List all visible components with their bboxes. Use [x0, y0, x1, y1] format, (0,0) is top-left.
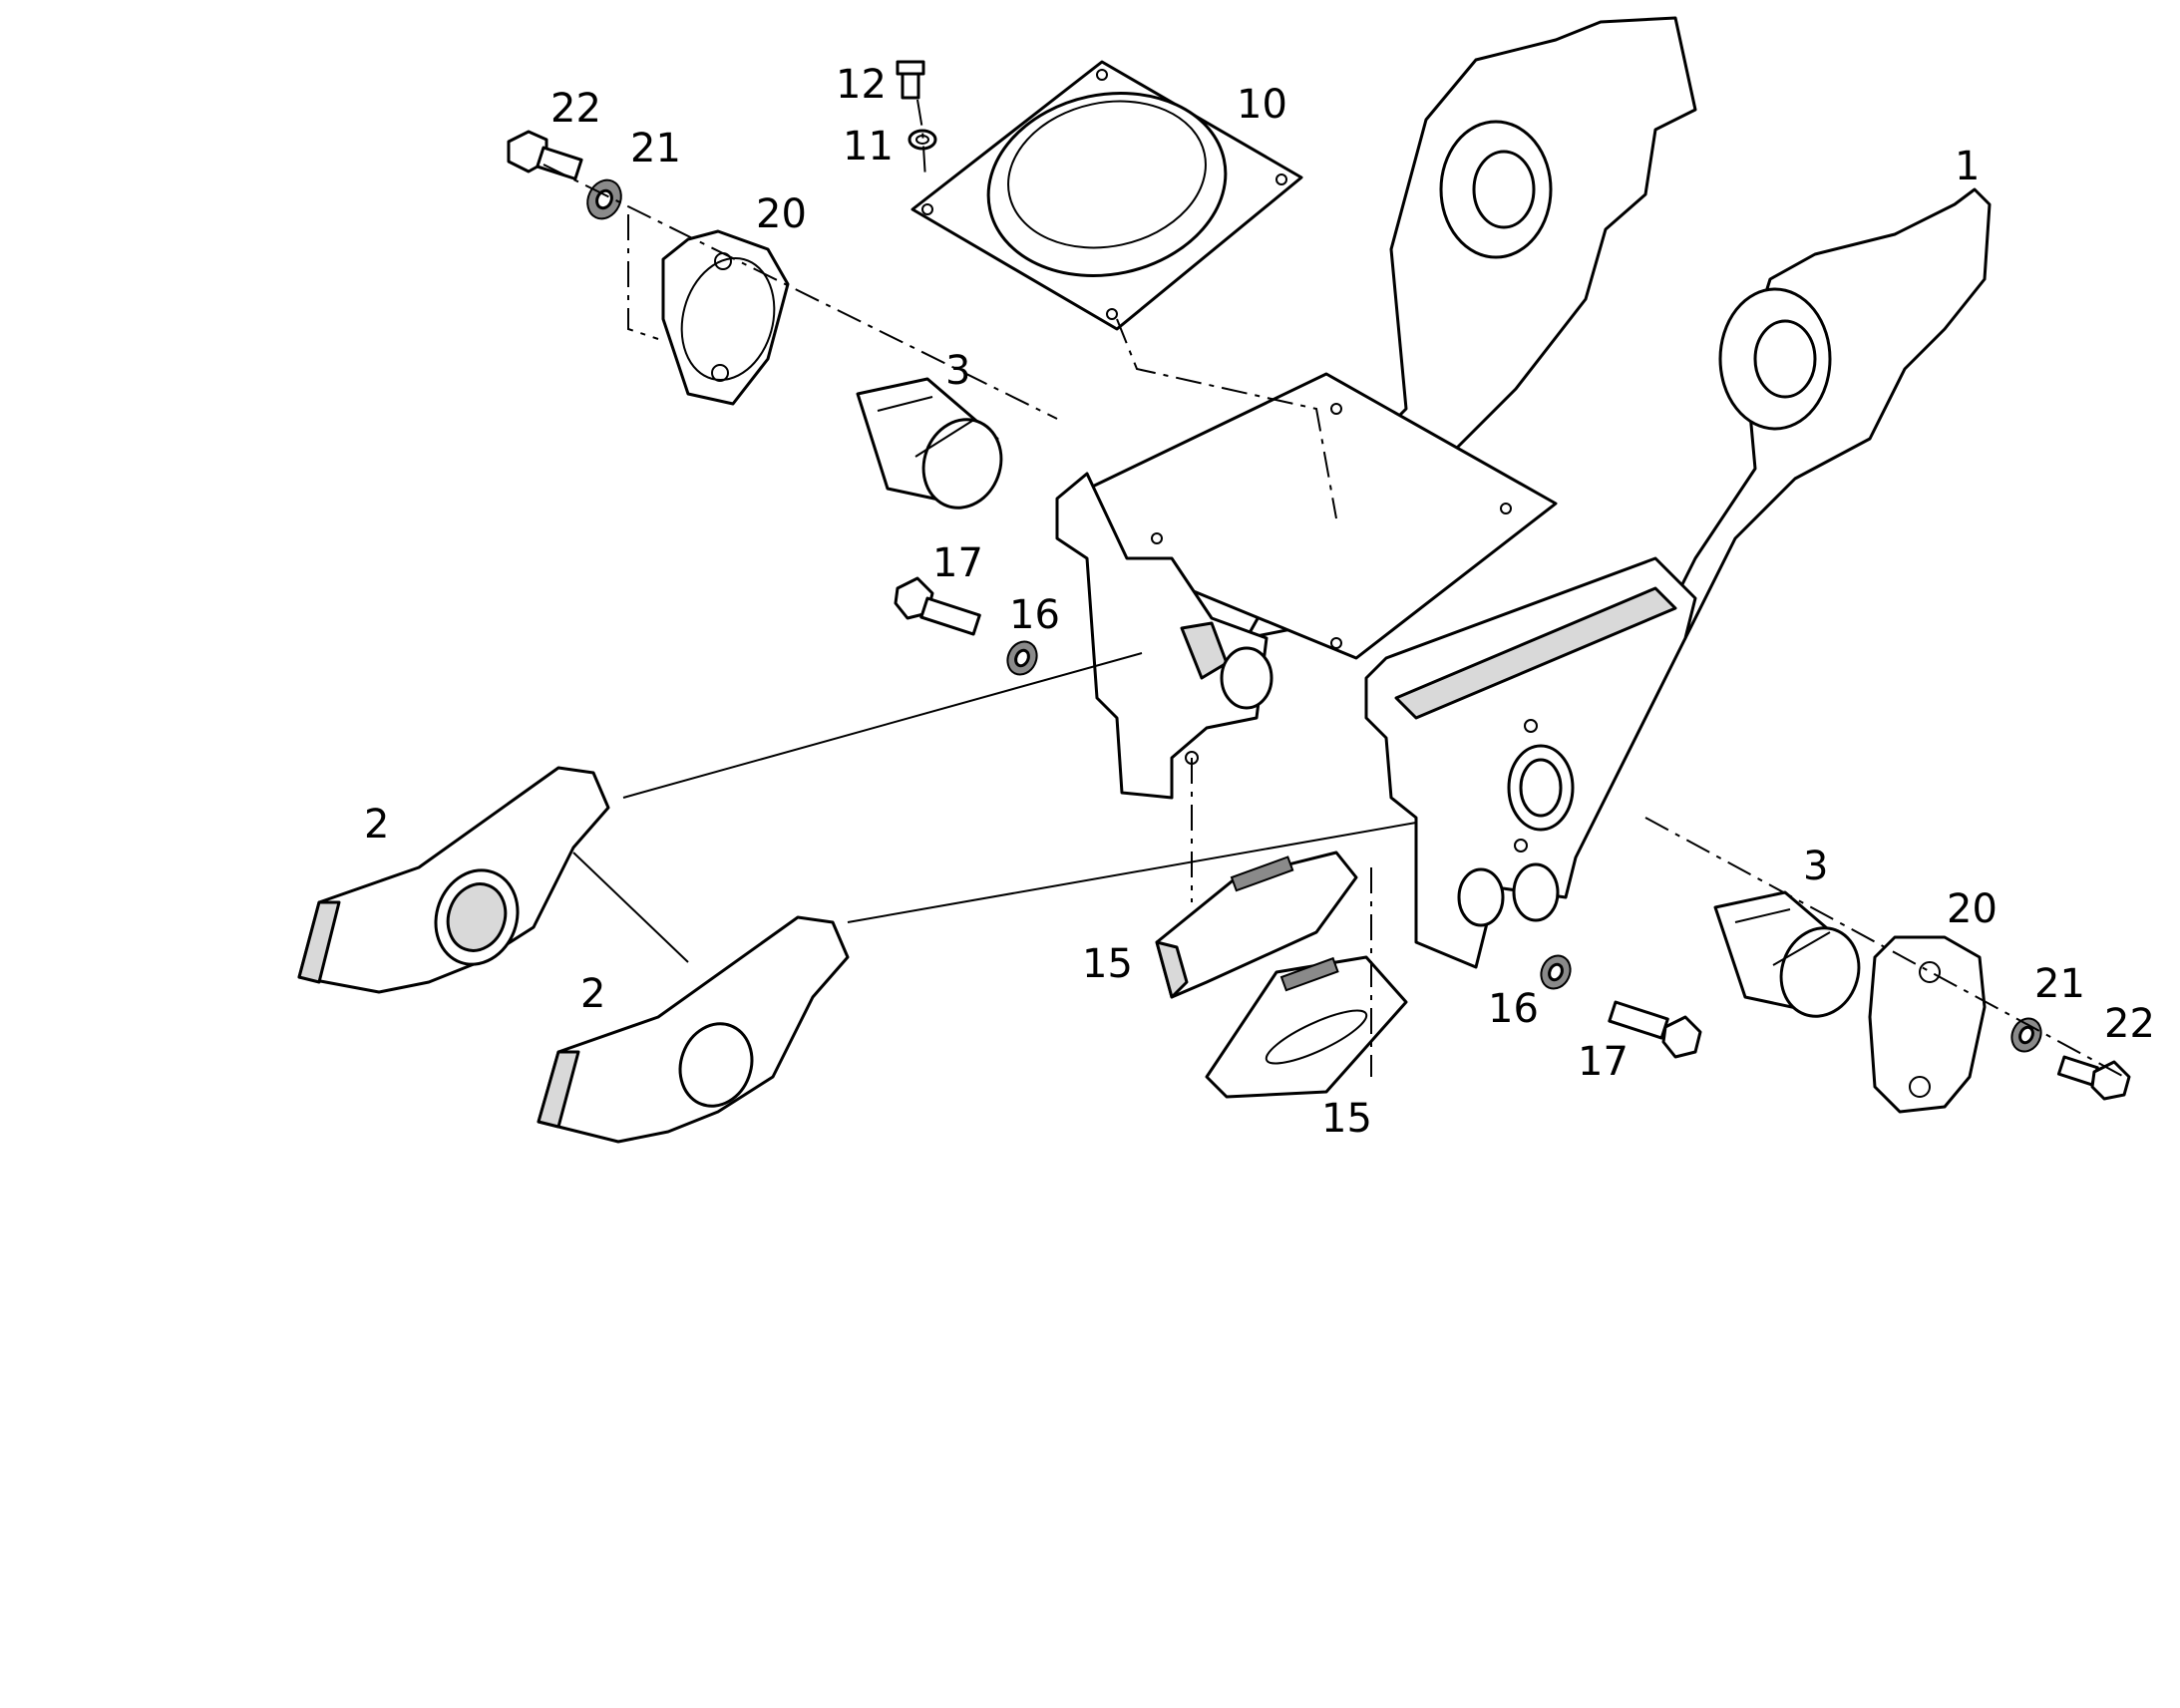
callout-20-right: 20 — [1947, 886, 1998, 932]
callout-20-left: 20 — [756, 191, 807, 237]
bushing-3-right — [1713, 890, 1861, 1018]
washer-11 — [908, 129, 937, 151]
callout-22-left: 22 — [550, 86, 601, 132]
wear-pad-2-upper — [297, 766, 610, 994]
bolt-22-right — [2056, 1055, 2131, 1101]
callout-17-left: 17 — [932, 540, 983, 586]
callout-15-upper: 15 — [1082, 941, 1133, 987]
callout-12: 12 — [836, 62, 887, 108]
guide-15-upper — [1155, 851, 1358, 999]
callout-10: 10 — [1237, 82, 1287, 128]
callout-21-right: 21 — [2034, 961, 2085, 1007]
washer-21-left — [586, 178, 622, 220]
top-cover-plate — [910, 60, 1303, 331]
callout-22-right: 22 — [2104, 1001, 2155, 1047]
washer-16-right — [1540, 954, 1572, 990]
cap-20-right — [1868, 935, 1987, 1114]
bolt-22-left — [507, 130, 583, 180]
callout-16-right: 16 — [1488, 986, 1539, 1032]
main-frame — [1055, 16, 1992, 969]
callout-1: 1 — [1955, 144, 1980, 189]
cap-20-left — [661, 229, 790, 406]
bushing-3-left — [856, 377, 1003, 510]
callout-21-left: 21 — [630, 126, 681, 171]
callout-16-left: 16 — [1009, 592, 1060, 638]
wear-pad-2-lower — [537, 915, 850, 1144]
callout-3-left: 3 — [945, 348, 970, 394]
callout-11: 11 — [843, 124, 894, 170]
callout-labels: 1 2 2 3 3 10 11 12 15 15 16 16 17 17 20 … — [364, 62, 2155, 1142]
callout-15-lower: 15 — [1321, 1096, 1372, 1142]
assembly-lines — [543, 99, 2125, 1078]
callout-17-right: 17 — [1578, 1039, 1629, 1085]
callout-2-lower: 2 — [580, 971, 605, 1017]
callout-2-upper: 2 — [364, 802, 389, 848]
screw-12 — [896, 60, 925, 100]
washer-21-right — [2010, 1017, 2042, 1053]
callout-3-right: 3 — [1803, 844, 1828, 889]
bolt-17-left — [894, 576, 981, 636]
bolt-17-right — [1608, 1000, 1702, 1059]
washer-16-left — [1006, 640, 1038, 676]
guide-15-lower — [1205, 955, 1408, 1099]
